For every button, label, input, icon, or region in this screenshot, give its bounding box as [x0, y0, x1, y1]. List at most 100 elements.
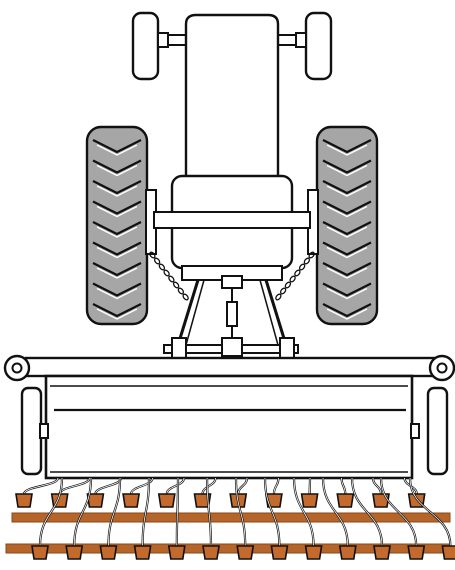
- tread-lug: [322, 221, 372, 236]
- seed-pot-front: [167, 545, 186, 560]
- chain-link: [182, 293, 189, 301]
- chain-link: [275, 293, 282, 301]
- rear-tire-right: [315, 125, 379, 326]
- tread-highlight: [326, 185, 368, 197]
- seed-hopper: [44, 374, 414, 480]
- seed-tube-front-inner: [409, 477, 451, 547]
- tread-lug: [322, 139, 372, 154]
- seed-row-units: [15, 477, 455, 560]
- hitch-lower-link-left: [176, 279, 200, 346]
- chain-link: [168, 275, 175, 283]
- seed-pot-back: [122, 493, 141, 508]
- seed-pot-front: [270, 545, 289, 560]
- tread-highlight: [326, 308, 368, 320]
- tread-lug: [322, 200, 372, 215]
- front-wheel-right: [304, 11, 333, 81]
- tread-highlight: [326, 164, 368, 177]
- tractor-body: [153, 13, 311, 281]
- drill-top-beam: [24, 356, 436, 378]
- seed-tube-front-inner: [293, 477, 314, 547]
- tread-lug: [322, 262, 372, 277]
- drill-end-cap-right-inner: [436, 362, 448, 374]
- chain-link: [158, 263, 166, 271]
- tread-highlight: [326, 205, 368, 218]
- tread-highlight: [96, 308, 138, 320]
- rear-tire-left: [85, 125, 149, 326]
- tread-highlight: [96, 267, 138, 279]
- seed-tube-back-inner: [59, 477, 90, 495]
- tread-highlight: [96, 205, 138, 218]
- hitch-center-mount: [221, 337, 243, 357]
- drill-wheel-left: [20, 386, 43, 476]
- seed-tube-front-inner: [235, 477, 246, 547]
- seed-tube-back-inner: [166, 477, 185, 495]
- tread-highlight: [96, 226, 138, 238]
- tread-lug: [322, 241, 372, 256]
- seed-tube-back-inner: [95, 477, 122, 495]
- seed-pot-front: [373, 545, 391, 560]
- seed-tube-back-inner: [237, 477, 248, 495]
- seed-pot-front: [31, 545, 49, 560]
- drill-end-cap-left-inner: [11, 362, 23, 374]
- chain-link: [149, 251, 156, 259]
- tread-lug: [92, 139, 142, 154]
- tread-lug: [92, 303, 142, 318]
- tread-highlight: [96, 164, 138, 177]
- seed-pot-front: [99, 545, 118, 560]
- hitch-mount-left: [171, 337, 187, 359]
- tread-lug: [92, 180, 142, 195]
- seed-tube-back-inner: [273, 477, 279, 495]
- seed-tube-back-inner: [202, 477, 216, 495]
- seed-tube-front-inner: [108, 477, 121, 547]
- chain-link: [298, 263, 306, 271]
- seed-tube-front-inner: [142, 477, 150, 547]
- chain-link: [153, 257, 161, 265]
- tread-highlight: [326, 144, 368, 156]
- seed-tube-front-inner: [206, 477, 212, 547]
- tread-lug: [92, 221, 142, 236]
- tread-highlight: [326, 246, 368, 259]
- seed-tube-front-inner: [39, 477, 63, 547]
- tread-highlight: [96, 185, 138, 197]
- seed-pot-front: [441, 545, 455, 560]
- seed-pot-front: [133, 545, 152, 560]
- tread-highlight: [326, 287, 368, 300]
- front-wheel-left: [131, 11, 160, 81]
- chain-link: [163, 269, 170, 277]
- chain-link: [177, 287, 185, 295]
- chain-link: [303, 257, 311, 265]
- hitch-lower-link-left-b: [185, 279, 205, 346]
- rear-axle-housing: [153, 211, 311, 229]
- seed-pot-back: [336, 493, 355, 508]
- seed-tube-front-inner: [176, 477, 179, 547]
- tread-lug: [322, 303, 372, 318]
- soil-strip-back: [11, 512, 451, 523]
- chain-link: [279, 287, 287, 295]
- hitch-lower-link-right: [264, 279, 288, 346]
- seed-pot-back: [86, 493, 105, 508]
- seed-pot-front: [202, 545, 220, 560]
- stabilizer-chains: [149, 251, 315, 301]
- chain-link: [294, 269, 301, 277]
- tread-highlight: [96, 144, 138, 156]
- seed-tube-front-inner: [380, 477, 417, 547]
- hitch-lower-link-right-b: [259, 279, 279, 346]
- hitch-mount-right: [279, 337, 295, 359]
- seed-pot-back: [372, 493, 390, 508]
- front-wheel-right-hub: [295, 32, 307, 48]
- seed-pot-front: [236, 545, 255, 560]
- tread-highlight: [326, 226, 368, 238]
- tread-highlight: [326, 267, 368, 279]
- seed-drill: [3, 354, 455, 480]
- seed-pot-back: [300, 493, 319, 508]
- seed-tube-back-inner: [372, 477, 382, 495]
- tread-lug: [322, 180, 372, 195]
- tread-highlight: [96, 287, 138, 300]
- hitch-top-block: [221, 275, 243, 289]
- front-wheel-left-hub: [157, 32, 169, 48]
- drill-wheel-right-hub: [410, 423, 420, 439]
- chain-link: [289, 275, 296, 283]
- seed-tube-front-inner: [73, 477, 92, 547]
- drill-wheel-left-hub: [39, 423, 49, 439]
